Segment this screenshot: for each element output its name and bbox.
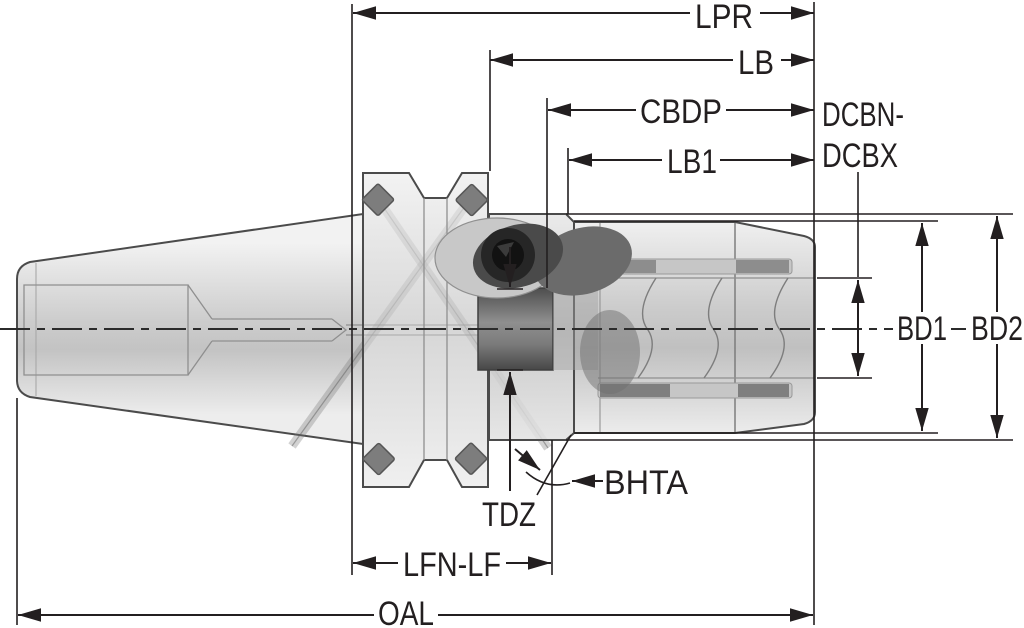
dimension-labels: LPR LB CBDP DCBN- DCBX LB1 BD1 BD2 BHTA … (378, 0, 1023, 628)
cylinder-bore-lines (598, 277, 814, 379)
dimension-label-lb: LB (738, 44, 774, 82)
dimension-label-oal: OAL (378, 595, 434, 628)
drive-key-blocks (361, 183, 488, 476)
bhta-angle-reference-line (536, 434, 572, 496)
dimension-label-dcbn-dcbx-line1: DCBN- (822, 96, 904, 134)
taper-shank (16, 212, 364, 446)
dimension-label-dcbn-dcbx-line2: DCBX (822, 137, 898, 175)
dimension-label-bd1: BD1 (897, 310, 947, 348)
bhta-arc (525, 471, 571, 486)
coolant-port (434, 217, 632, 299)
dimensions: LPR LB CBDP DCBN- DCBX LB1 BD1 BD2 BHTA … (16, 0, 1024, 628)
dimension-label-lfn-lf: LFN-LF (403, 546, 501, 584)
body-cylinder (573, 221, 816, 434)
dimension-label-cbdp: CBDP (640, 93, 722, 131)
extension-lines (16, 2, 1013, 625)
far-port-shadow (580, 310, 640, 394)
dimension-label-bhta: BHTA (604, 464, 688, 502)
tool-holder-body (16, 172, 816, 488)
slot-bar-bottom (597, 382, 793, 399)
dimension-label-lpr: LPR (695, 0, 753, 36)
label-backgrounds (374, 0, 1024, 628)
dimension-label-bd2: BD2 (971, 310, 1023, 348)
dimension-label-tdz: TDZ (482, 496, 536, 534)
dimension-label-lb1: LB1 (667, 143, 717, 181)
dim-arrow-bhta-upper (514, 448, 541, 471)
